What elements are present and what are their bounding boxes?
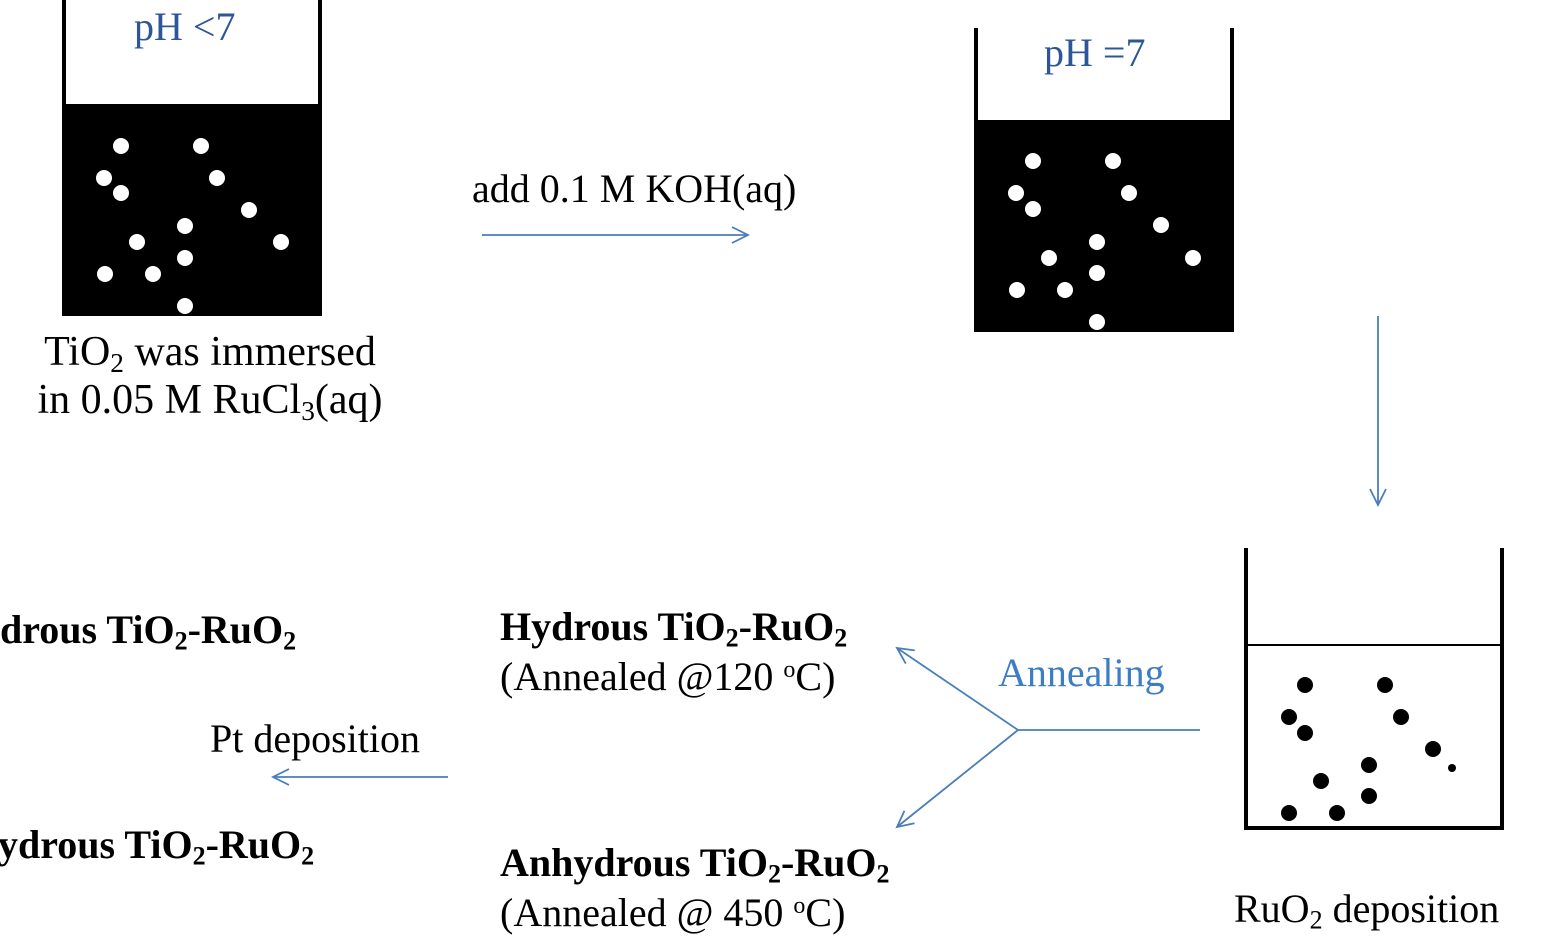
particle — [1361, 757, 1377, 773]
particle — [97, 266, 113, 282]
particle — [1089, 234, 1105, 250]
pt-deposition-label: Pt deposition — [210, 716, 421, 761]
particle — [1025, 153, 1041, 169]
particle — [1281, 805, 1297, 821]
beaker-2-ph-label: pH =7 — [1044, 30, 1146, 75]
particle — [1297, 677, 1313, 693]
particle — [1008, 185, 1024, 201]
particle — [1089, 265, 1105, 281]
particle — [1448, 764, 1456, 772]
particle — [1089, 314, 1105, 330]
particle — [129, 234, 145, 250]
particle — [113, 185, 129, 201]
particle — [96, 170, 112, 186]
particle — [177, 250, 193, 266]
particle — [1009, 282, 1025, 298]
anhydrous-title: Anhydrous TiO2-RuO2 — [500, 840, 890, 889]
beaker-1-particles — [96, 138, 289, 314]
particle — [1105, 153, 1121, 169]
hydrous-condition: (Annealed @120 oC) — [500, 654, 836, 699]
arrow-to-anhydrous — [897, 729, 1019, 827]
particle — [1377, 677, 1393, 693]
ruo2-deposition-caption: RuO2 deposition — [1234, 886, 1500, 935]
particle — [273, 234, 289, 250]
beaker-3-particles — [1281, 677, 1456, 821]
beaker-3 — [1244, 548, 1504, 830]
particle — [241, 202, 257, 218]
particle — [209, 170, 225, 186]
arrow-to-hydrous — [897, 648, 1019, 731]
beaker-1 — [62, 0, 322, 316]
particle — [1121, 185, 1137, 201]
particle — [145, 266, 161, 282]
particle — [193, 138, 209, 154]
beaker-1-ph-label: pH <7 — [134, 4, 236, 49]
particle — [1297, 725, 1313, 741]
particle — [1041, 250, 1057, 266]
particle — [1313, 773, 1329, 789]
particle — [1025, 201, 1041, 217]
beaker-1-liquid — [62, 104, 322, 316]
anhydrous-condition: (Annealed @ 450 oC) — [500, 890, 846, 935]
hydrous-title: Hydrous TiO2-RuO2 — [500, 604, 848, 653]
particle — [1185, 250, 1201, 266]
add-koh-label: add 0.1 M KOH(aq) — [472, 166, 797, 211]
beaker-2-particles — [1008, 153, 1201, 330]
particle — [1361, 788, 1377, 804]
particle — [1281, 709, 1297, 725]
particle — [1393, 709, 1409, 725]
particle — [1153, 217, 1169, 233]
beaker-2-liquid — [974, 120, 1234, 332]
beaker-3-outline — [1244, 548, 1504, 830]
particle — [177, 218, 193, 234]
beaker-1-caption: TiO2 was immersed in 0.05 M RuCl3(aq) — [0, 328, 420, 425]
annealing-label: Annealing — [998, 650, 1165, 695]
particle — [177, 298, 193, 314]
particle — [1425, 741, 1441, 757]
beaker-1-caption-line2: in 0.05 M RuCl3(aq) — [37, 377, 383, 427]
left-hydrous-label: drous TiO2-RuO2 — [0, 607, 297, 656]
beaker-1-caption-line1: TiO2 was immersed — [44, 329, 376, 378]
particle — [1329, 805, 1345, 821]
particle — [1057, 282, 1073, 298]
beaker-2 — [974, 28, 1234, 332]
particle — [113, 138, 129, 154]
left-anhydrous-label: ydrous TiO2-RuO2 — [0, 822, 315, 871]
